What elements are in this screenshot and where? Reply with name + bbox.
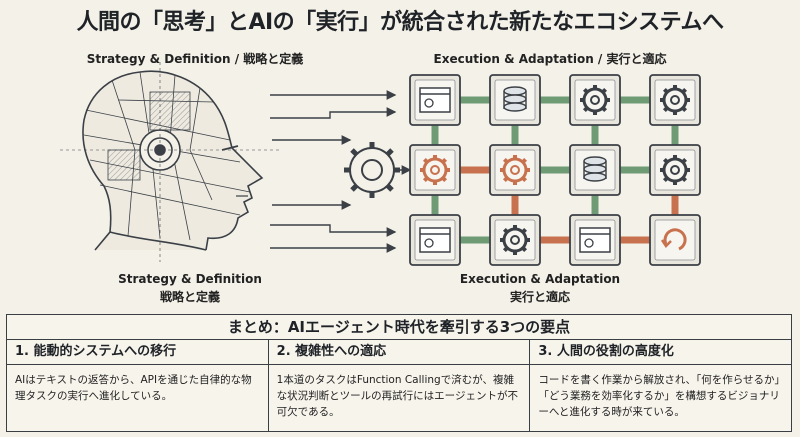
summary-column-1: 1. 能動的システムへの移行 AIはテキストの返答から、APIを通じた自律的な物… — [7, 340, 269, 431]
browser-icon — [419, 87, 451, 113]
module-node — [649, 74, 701, 126]
summary-column-3: 3. 人間の役割の高度化 コードを書く作業から解放され、「何を作らせるか」「どう… — [530, 340, 792, 431]
summary-body-1: AIはテキストの返答から、APIを通じた自律的な物理タスクの実行へ進化している。 — [15, 374, 252, 402]
module-node — [409, 74, 461, 126]
label-strategy-top: Strategy & Definition / 戦略と定義 — [86, 52, 304, 66]
human-head-illustration — [60, 62, 280, 262]
gear-icon — [420, 155, 450, 185]
database-icon — [583, 156, 607, 182]
label-strategy-bottom-ja: 戦略と定義 — [159, 290, 220, 304]
summary-title: まとめ：AIエージェント時代を牽引する3つの要点 — [7, 315, 791, 340]
label-execution-top: Execution & Adaptation / 実行と適応 — [433, 52, 667, 66]
module-node — [489, 214, 541, 266]
browser-icon — [579, 227, 611, 253]
refresh-icon — [660, 228, 687, 251]
module-node — [569, 74, 621, 126]
summary-body-3: コードを書く作業から解放され、「何を作らせるか」「どう業務を効率化するか」を構想… — [538, 374, 780, 418]
gear-icon — [660, 85, 690, 115]
label-strategy-bottom-en: Strategy & Definition — [118, 272, 262, 286]
summary-body-2: 1本道のタスクはFunction Callingで済むが、複雑な状況判断とツール… — [276, 374, 518, 418]
module-node — [569, 144, 621, 196]
module-grid — [409, 74, 701, 266]
module-node — [489, 144, 541, 196]
module-node — [569, 214, 621, 266]
database-icon — [503, 86, 527, 112]
label-execution-bottom-ja: 実行と適応 — [509, 290, 570, 304]
summary-heading-2: 2. 複雑性への適応 — [268, 340, 530, 365]
central-gear-icon — [344, 142, 400, 198]
module-node — [409, 214, 461, 266]
gear-icon — [660, 155, 690, 185]
module-node — [489, 74, 541, 126]
gear-icon — [500, 155, 530, 185]
module-node — [649, 144, 701, 196]
module-node — [409, 144, 461, 196]
gear-icon — [500, 225, 530, 255]
page-title: 人間の「思考」とAIの「実行」が統合された新たなエコシステムへ — [76, 10, 724, 35]
summary-column-2: 2. 複雑性への適応 1本道のタスクはFunction Callingで済むが、… — [268, 340, 531, 431]
label-execution-bottom-en: Execution & Adaptation — [459, 272, 621, 286]
grid-connectors — [431, 96, 679, 244]
gear-icon — [580, 85, 610, 115]
summary-heading-3: 3. 人間の役割の高度化 — [530, 340, 792, 365]
browser-icon — [419, 227, 451, 253]
summary-panel: まとめ：AIエージェント時代を牽引する3つの要点 1. 能動的システムへの移行 … — [6, 314, 792, 432]
module-node — [649, 214, 701, 266]
summary-heading-1: 1. 能動的システムへの移行 — [7, 340, 268, 365]
ecosystem-illustration — [60, 62, 701, 266]
